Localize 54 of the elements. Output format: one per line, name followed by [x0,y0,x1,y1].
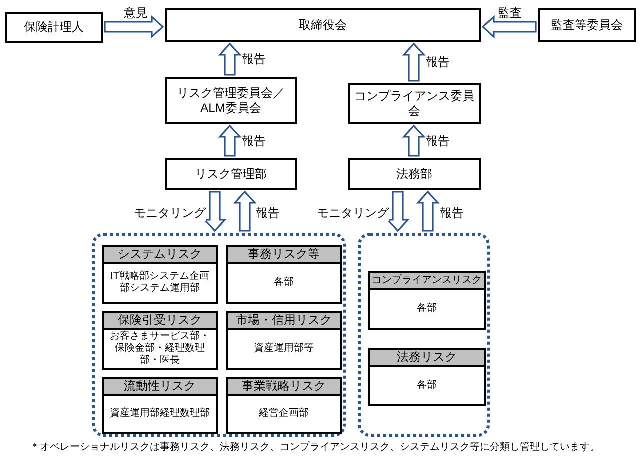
edge-label: モニタリング [134,206,206,221]
block-arrow [203,191,227,232]
risk-card [368,271,486,330]
block-arrow [482,15,537,39]
edge-label: 報告 [242,52,266,67]
edge-label: 報告 [440,206,464,221]
risk-card [102,245,218,304]
process-box: 法務部 [348,158,481,190]
block-arrow [104,15,164,39]
card-heading: 事業戦略リスク [228,379,340,396]
block-arrow [233,190,257,232]
edge-label: 報告 [426,134,450,149]
block-arrow [386,191,410,232]
block-arrow [218,42,242,76]
block-arrow [402,124,426,157]
card-heading: システムリスク [104,247,216,264]
edge-label: 報告 [242,134,266,149]
block-arrow [416,190,440,232]
department-text: 各部 [417,303,437,315]
risk-card [226,311,342,370]
department-text: 経営企画部 [259,408,309,420]
process-box: コンプライアンス委員会 [348,83,481,124]
card-heading: 保険引受リスク [104,313,216,330]
block-arrow [402,42,426,82]
process-box: リスク管理部 [165,158,297,190]
department-text: 各部 [417,380,437,392]
edge-label: 報告 [426,55,450,70]
card-heading: 流動性リスク [104,379,216,396]
edge-label: 監査 [498,6,522,21]
footnote: ＊オペレーショナルリスクは事務リスク、法務リスク、コンプライアンスリスク、システムリスク等に分類し管理しています。 [30,442,600,454]
process-box: 監査等委員会 [538,8,636,42]
card-heading: 市場・信用リスク [228,313,340,330]
risk-card [226,377,342,434]
risk-card [102,377,218,434]
card-heading: 法務リスク [370,350,484,367]
process-box: 取締役会 [165,8,481,42]
card-heading: コンプライアンスリスク [370,273,484,290]
department-text: 資産運用部等 [254,343,314,355]
risk-card [226,245,342,304]
dotted-group-frame [92,233,346,437]
edge-label: モニタリング [317,206,389,221]
card-heading: 事務リスク等 [228,247,340,264]
risk-card [102,311,218,370]
process-box: リスク管理委員会／ALM委員会 [165,77,297,124]
department-text: お客さまサービス部・保険金部・経理数理部・医長 [109,331,211,367]
process-box: 保険計理人 [5,12,103,43]
edge-label: 報告 [256,206,280,221]
department-text: 資産運用部経理数理部 [110,408,210,420]
risk-card [368,348,486,406]
edge-label: 意見 [124,6,148,21]
department-text: IT戦略部システム企画部システム運用部 [110,271,210,295]
block-arrow [218,124,242,157]
department-text: 各部 [274,277,294,289]
dotted-group-frame [358,233,490,437]
